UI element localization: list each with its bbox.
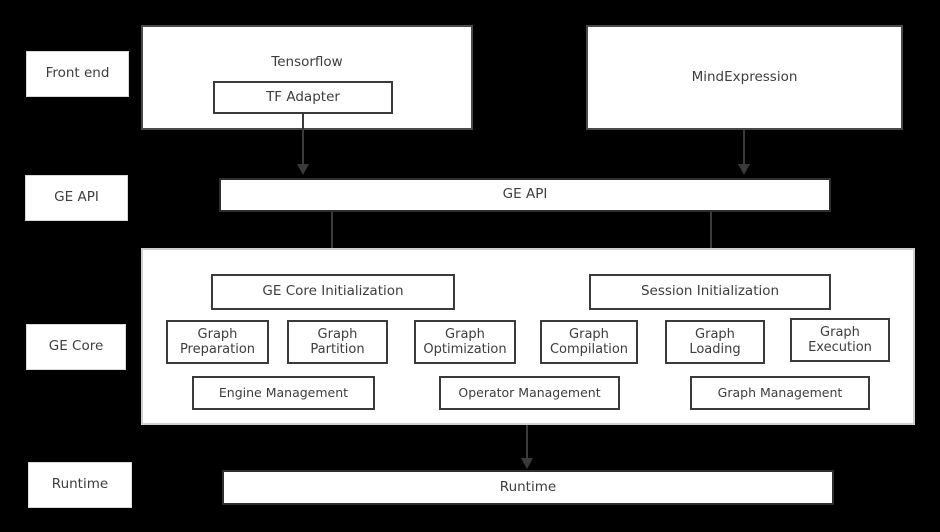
connector-mindexpression-to-ge-api-line — [743, 130, 745, 166]
graph-preparation-box[interactable]: Graph Preparation — [166, 320, 269, 364]
operator-management-box[interactable]: Operator Management — [439, 376, 620, 410]
connector-tf-adapter-to-ge-api-line — [302, 114, 304, 166]
graph-management-box[interactable]: Graph Management — [690, 376, 870, 410]
engine-management-box[interactable]: Engine Management — [192, 376, 375, 410]
connector-ge-core-to-runtime-arrow — [521, 458, 533, 469]
tensorflow-title: Tensorflow — [271, 54, 343, 70]
mindexpression-container[interactable]: MindExpression — [586, 25, 903, 130]
connector-ge-api-to-ge-core-init-line — [331, 212, 333, 262]
connector-ge-core-to-runtime-line — [526, 425, 528, 461]
runtime-bar[interactable]: Runtime — [222, 470, 834, 505]
rail-label-ge-api: GE API — [25, 175, 128, 221]
graph-loading-box[interactable]: Graph Loading — [665, 320, 765, 364]
ge-core-initialization-box[interactable]: GE Core Initialization — [211, 274, 455, 310]
rail-label-front-end: Front end — [26, 51, 129, 97]
rail-label-ge-core: GE Core — [26, 324, 126, 370]
mindexpression-title: MindExpression — [691, 68, 798, 85]
session-initialization-box[interactable]: Session Initialization — [589, 274, 831, 310]
rail-label-runtime: Runtime — [28, 462, 132, 508]
graph-execution-box[interactable]: Graph Execution — [790, 318, 890, 362]
graph-optimization-box[interactable]: Graph Optimization — [414, 320, 516, 364]
connector-tf-adapter-to-ge-api-arrow — [297, 164, 309, 175]
graph-partition-box[interactable]: Graph Partition — [287, 320, 388, 364]
connector-mindexpression-to-ge-api-arrow — [738, 164, 750, 175]
tensorflow-container[interactable]: Tensorflow — [141, 25, 473, 130]
ge-api-bar[interactable]: GE API — [219, 178, 831, 212]
tf-adapter-box[interactable]: TF Adapter — [213, 81, 393, 114]
connector-ge-api-to-session-init-line — [710, 212, 712, 262]
graph-compilation-box[interactable]: Graph Compilation — [540, 320, 638, 364]
